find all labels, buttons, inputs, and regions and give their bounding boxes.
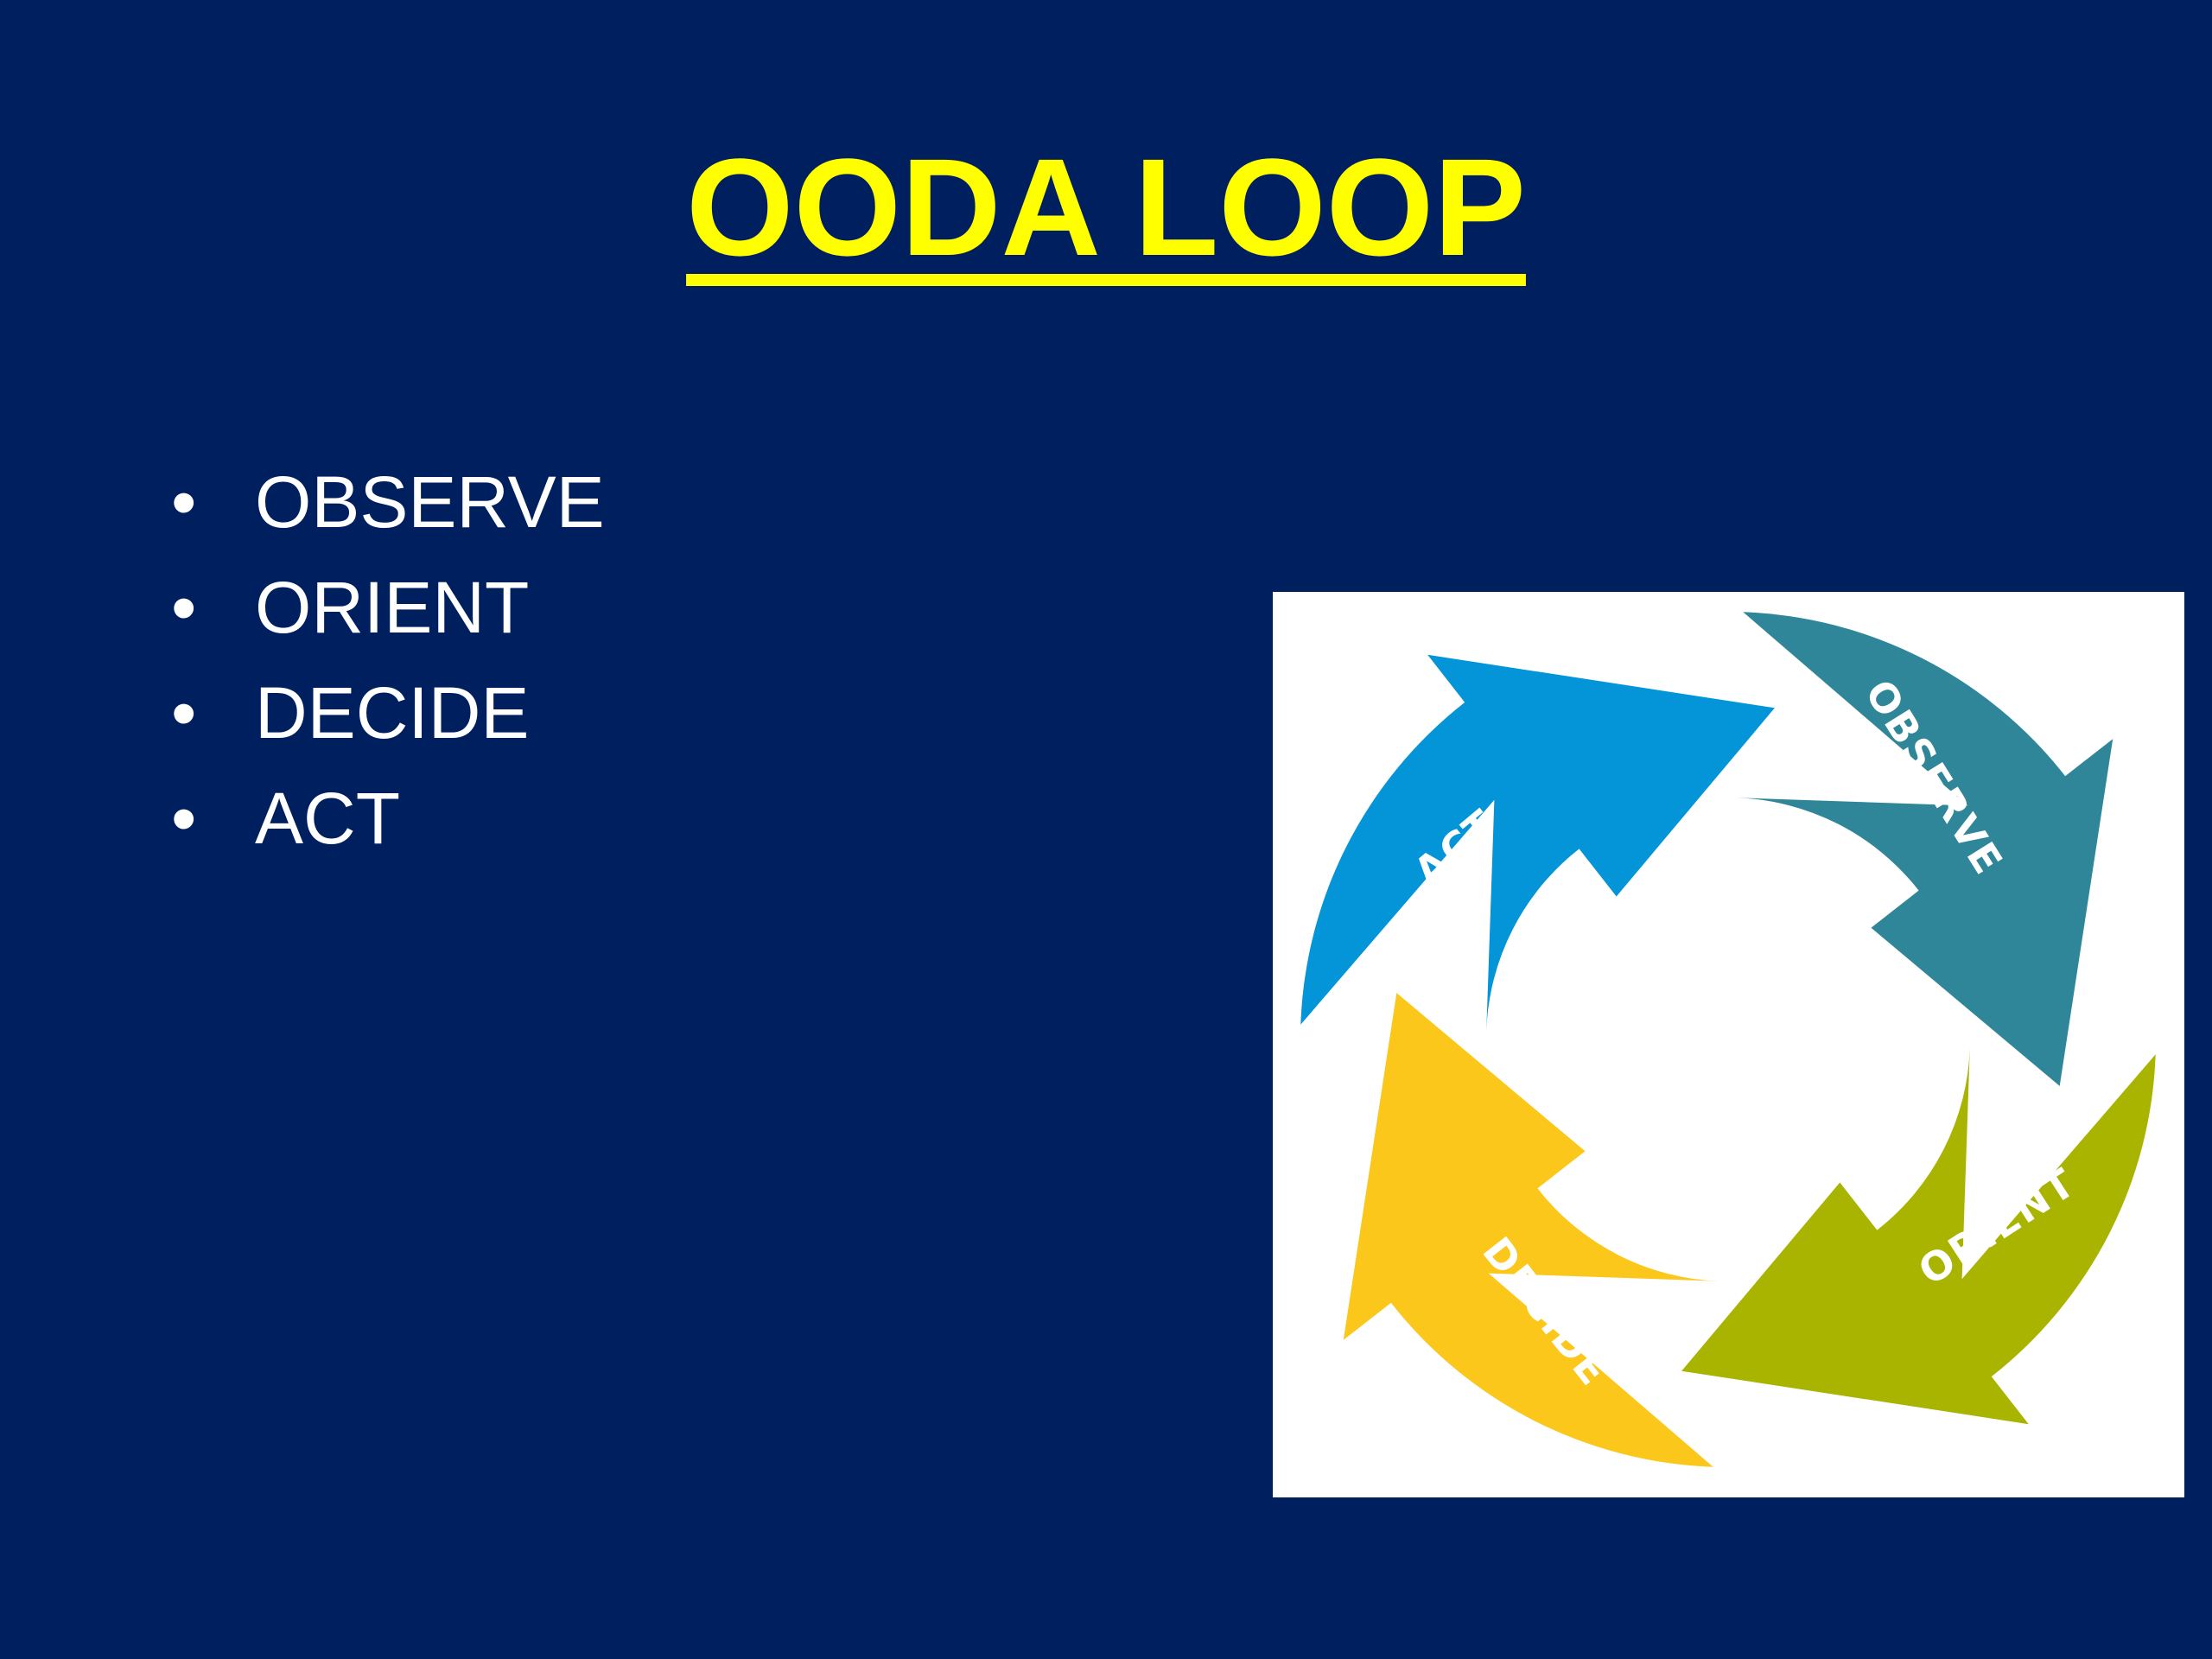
bullet-item-observe: • OBSERVE <box>164 449 605 555</box>
bullet-dot: • <box>171 461 197 543</box>
bullet-text: OBSERVE <box>255 461 605 543</box>
ooda-cycle-svg: ACT OBSERVE ORIENT DECIDE <box>1300 612 2156 1467</box>
bullet-item-orient: • ORIENT <box>164 555 605 660</box>
bullet-item-decide: • DECIDE <box>164 660 605 766</box>
bullet-dot: • <box>171 778 197 859</box>
segment-decide <box>1343 993 1720 1467</box>
bullet-text: ORIENT <box>255 567 530 648</box>
bullet-text: DECIDE <box>255 672 530 753</box>
segment-observe <box>1736 612 2113 1086</box>
bullet-list: • OBSERVE • ORIENT • DECIDE • ACT <box>164 449 605 871</box>
segment-act <box>1300 654 1775 1032</box>
segment-orient <box>1681 1047 2156 1425</box>
bullet-dot: • <box>171 672 197 753</box>
bullet-item-act: • ACT <box>164 766 605 871</box>
slide-title: OODA LOOP <box>0 130 2212 285</box>
bullet-text: ACT <box>255 778 400 859</box>
slide-title-text: OODA LOOP <box>686 130 1526 284</box>
ooda-cycle-diagram: ACT OBSERVE ORIENT DECIDE <box>1273 592 2184 1497</box>
bullet-dot: • <box>171 567 197 648</box>
